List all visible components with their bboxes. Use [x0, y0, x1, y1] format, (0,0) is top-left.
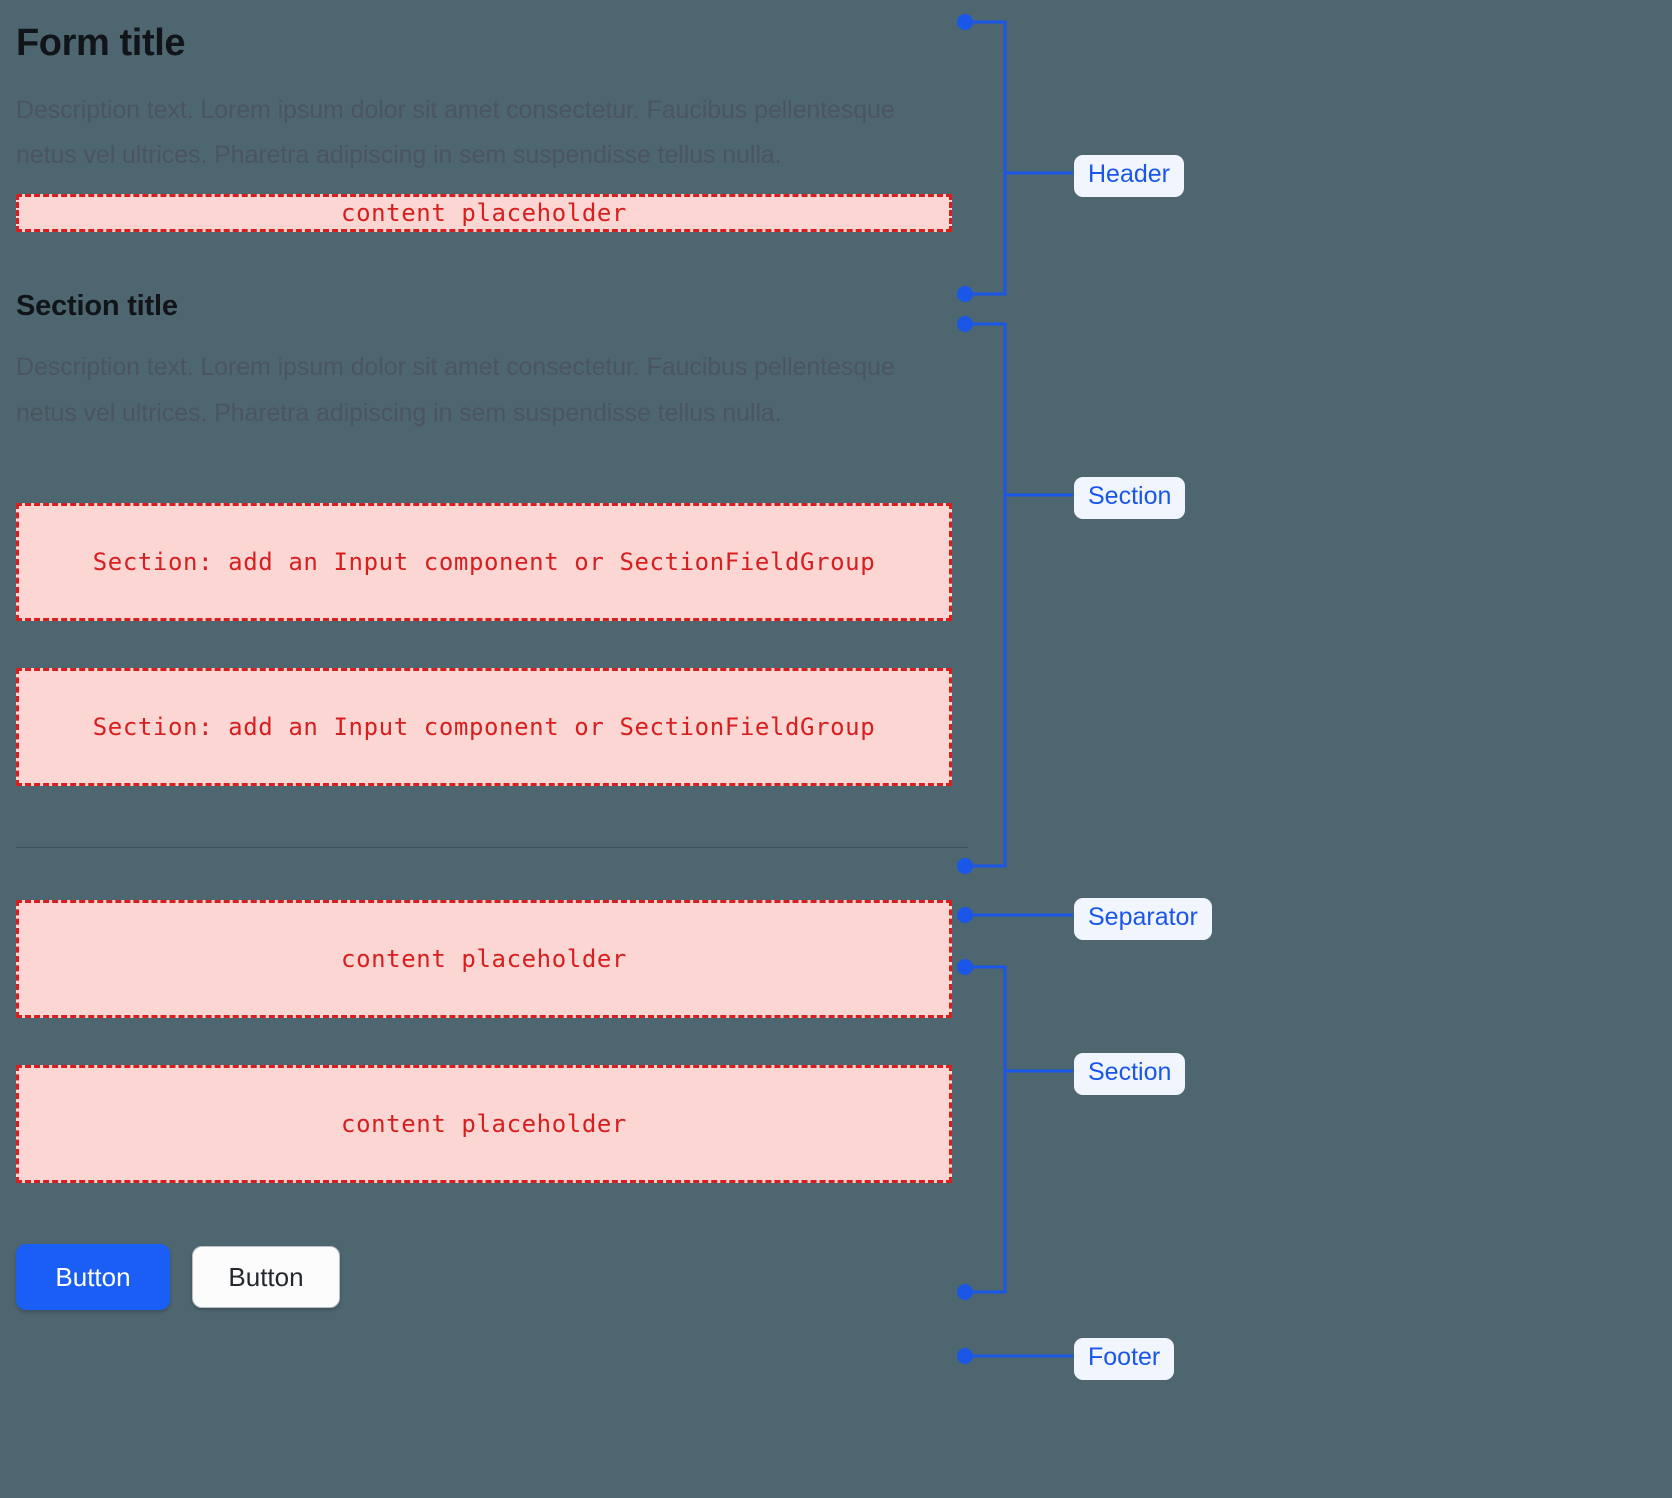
form-header: Form title Description text. Lorem ipsum…: [16, 22, 952, 232]
section-field-placeholder-2: Section: add an Input component or Secti…: [16, 668, 952, 787]
annotation-anchor-dots: [957, 14, 973, 1364]
form-section-two: content placeholder content placeholder: [16, 900, 952, 1184]
annotation-badge-section-one[interactable]: Section: [1074, 477, 1186, 519]
header-bracket: [965, 20, 1007, 296]
header-content-placeholder: content placeholder: [16, 193, 952, 232]
anchor-dot-section-one-bottom: [957, 858, 973, 874]
section-description: Description text. Lorem ipsum dolor sit …: [16, 353, 895, 427]
anchor-dot-section-two-top: [957, 959, 973, 975]
header-description: Description text. Lorem ipsum dolor sit …: [16, 95, 895, 170]
anchor-dot-header-top: [957, 14, 973, 30]
anchor-dot-section-one-top: [957, 316, 973, 332]
secondary-button[interactable]: Button: [192, 1246, 340, 1309]
section-field-placeholder-1: Section: add an Input component or Secti…: [16, 503, 952, 622]
annotation-badge-header[interactable]: Header: [1074, 155, 1184, 197]
section-two-bracket: [965, 965, 1007, 1294]
form-footer: Button Button: [16, 1244, 952, 1311]
form-section-one: Section title Description text. Lorem ip…: [16, 289, 952, 787]
anchor-dot-header-bottom: [957, 286, 973, 302]
separator: [16, 847, 968, 849]
form-preview: Form title Description text. Lorem ipsum…: [16, 0, 968, 1311]
section-two-content-placeholder-1: content placeholder: [16, 900, 952, 1019]
anchor-dot-footer: [957, 1348, 973, 1364]
annotation-badge-separator[interactable]: Separator: [1074, 898, 1212, 940]
primary-button[interactable]: Button: [16, 1244, 170, 1311]
section-two-content-placeholder-2: content placeholder: [16, 1065, 952, 1184]
annotation-badge-section-two[interactable]: Section: [1074, 1053, 1186, 1095]
annotation-badge-footer[interactable]: Footer: [1074, 1338, 1175, 1380]
page-title: Form title: [16, 22, 186, 64]
section-one-bracket: [965, 322, 1007, 868]
section-title: Section title: [16, 289, 178, 322]
anchor-dot-separator: [957, 907, 973, 923]
anchor-dot-section-two-bottom: [957, 1284, 973, 1300]
